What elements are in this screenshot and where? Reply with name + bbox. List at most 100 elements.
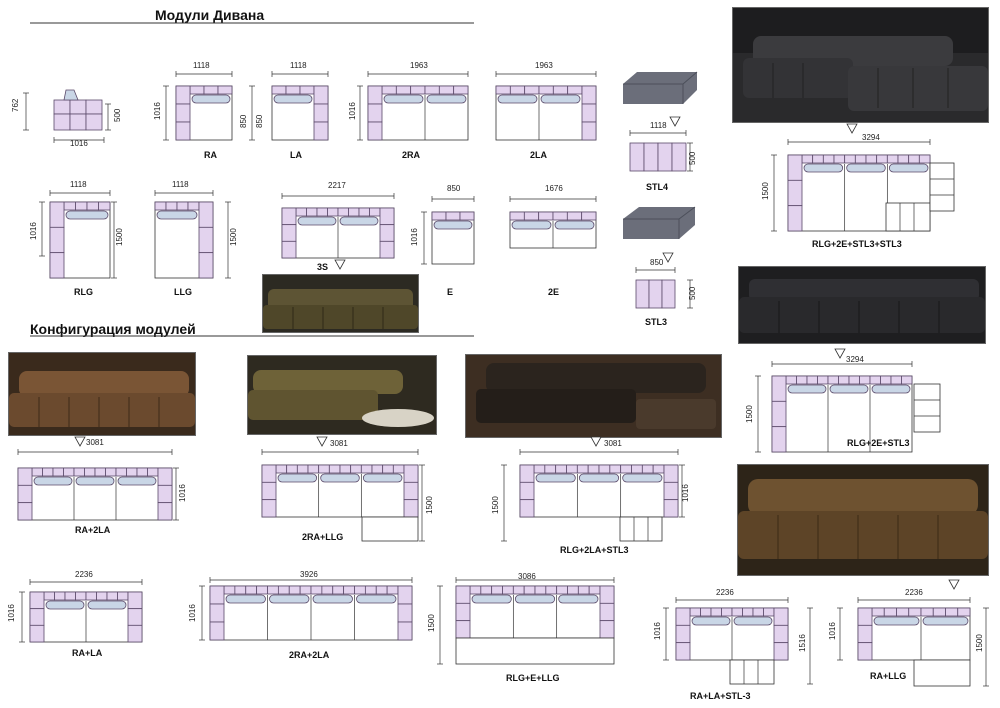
back-cushion-block (98, 201, 111, 211)
cfg3-width: 3081 (86, 438, 104, 447)
back-cushion-block (918, 154, 931, 164)
seat-outline (913, 383, 941, 433)
seat-outline (929, 162, 955, 212)
modules-title: Модули Дивана (155, 7, 265, 23)
stl4-depth: 500 (688, 151, 697, 165)
cfg6-depth: 1016 (7, 604, 16, 622)
cfg7-depth: 1016 (188, 604, 197, 622)
seat-cushion (922, 616, 969, 626)
seat-cushion (269, 594, 310, 604)
cfg10-depth: 1016 (828, 622, 837, 640)
photo-dark-chaise-sofa (738, 266, 986, 344)
seat-outline (729, 659, 775, 685)
orientation-marker-icon (662, 252, 674, 263)
seat-outline (619, 516, 663, 542)
back-cushion-block (217, 85, 233, 95)
side-block (85, 113, 103, 131)
arm-block (519, 499, 535, 518)
photo-brown-long-sofa (8, 352, 196, 436)
back-cushion-block (459, 211, 475, 221)
cfg4-width: 3081 (330, 439, 348, 448)
seat-cushion (156, 210, 198, 220)
seat-cushion (117, 476, 157, 486)
2ra-label: 2RA (402, 150, 421, 160)
seat-cushion (829, 384, 869, 394)
stl3-label: STL3 (645, 317, 667, 327)
2e-width: 1676 (545, 184, 563, 193)
cfg8-width: 3086 (518, 572, 536, 581)
arm-block (787, 205, 803, 232)
cfg8-label: RLG+E+LLG (506, 673, 560, 683)
seat-cushion (888, 163, 929, 173)
seat-cushion (540, 94, 581, 104)
arm-block (175, 121, 191, 141)
seat-cushion (497, 94, 538, 104)
2la-width: 1963 (535, 61, 553, 70)
cfg5-depth: 1500 (491, 496, 500, 514)
arm-block (127, 624, 143, 643)
cfg9-side: 1516 (798, 634, 807, 652)
seat-cushion (33, 476, 73, 486)
ra-width: 1118 (193, 61, 210, 70)
seat-cushion (339, 216, 379, 226)
la-label: LA (290, 150, 302, 160)
seat-cushion (320, 473, 360, 483)
cfg1-label: RLG+2E+STL3+STL3 (812, 239, 902, 249)
rlg-label: RLG (74, 287, 93, 297)
cfg9-width: 2236 (716, 588, 734, 597)
seat-outline (885, 202, 931, 232)
la-seat: 850 (255, 114, 264, 128)
arm-block (771, 426, 787, 453)
arm-block (663, 499, 679, 518)
seat-cushion (277, 473, 318, 483)
seat-cushion (578, 473, 620, 483)
seat-cushion (622, 473, 663, 483)
arm-block (581, 121, 597, 141)
seat-cushion (426, 94, 467, 104)
configurations-title: Конфигурация модулей (30, 321, 196, 337)
la-width: 1118 (290, 61, 307, 70)
cfg4-depth: 1500 (425, 496, 434, 514)
e-depth: 1016 (410, 228, 419, 246)
photo-olive-chaise-sofa (247, 355, 437, 435)
seat-outline (455, 637, 615, 665)
orientation-marker-icon (846, 123, 858, 134)
ra-depth: 1016 (153, 102, 162, 120)
orientation-marker-icon (948, 579, 960, 590)
ra-label: RA (204, 150, 217, 160)
seat-cushion (65, 210, 109, 220)
seat-cushion (87, 600, 127, 610)
seat-cushion (733, 616, 773, 626)
seat-cushion (535, 473, 576, 483)
cfg2-width: 3294 (846, 355, 864, 364)
stool-block (671, 142, 687, 172)
llg-length: 1500 (229, 228, 238, 246)
cfg4-label: 2RA+LLG (302, 532, 343, 542)
stl3-depth: 500 (688, 286, 697, 300)
seat-cushion (471, 594, 512, 604)
arm-block (209, 621, 225, 641)
seat-cushion (225, 594, 266, 604)
seat-cushion (273, 94, 313, 104)
arm-block (157, 502, 173, 521)
seat-cushion (846, 163, 886, 173)
arm-block (857, 642, 873, 661)
llg-width: 1118 (172, 180, 189, 189)
rlg-depth: 1016 (29, 222, 38, 240)
seat-cushion (787, 384, 827, 394)
arm-block (261, 499, 277, 518)
arm-block (313, 121, 329, 141)
seat-cushion (511, 220, 552, 230)
cfg1-depth: 1500 (761, 182, 770, 200)
arm-block (49, 252, 65, 279)
arm-block (675, 642, 691, 661)
orientation-marker-icon (74, 436, 86, 447)
cfg7-label: 2RA+2LA (289, 650, 330, 660)
cfg6-label: RA+LA (72, 648, 103, 658)
arm-block (379, 240, 395, 259)
photo-stool-stl4 (617, 64, 702, 110)
headrest-icon (63, 89, 79, 101)
side-module-width: 1016 (70, 139, 88, 148)
cfg10-label: RA+LLG (870, 671, 906, 681)
